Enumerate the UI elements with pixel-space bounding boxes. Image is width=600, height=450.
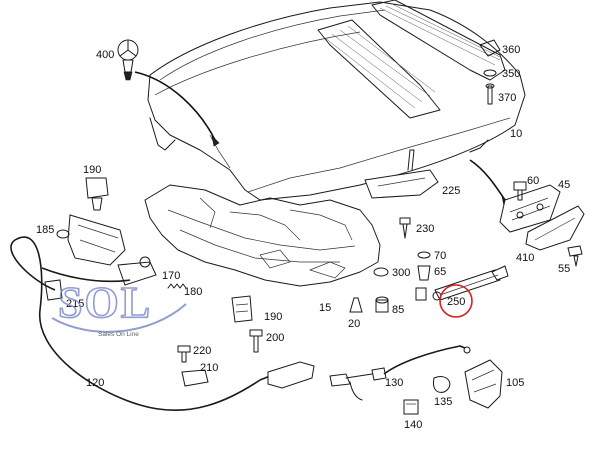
callout-350: 350 — [502, 68, 520, 80]
sol-watermark-logo: SOL Sales On Line — [51, 277, 187, 338]
callout-170: 170 — [162, 270, 180, 282]
clip-135 — [433, 376, 451, 393]
callout-130: 130 — [385, 377, 403, 389]
screw-200 — [249, 329, 263, 353]
screw-230 — [399, 217, 411, 239]
plug-unnamed — [415, 287, 427, 301]
hood-panel — [147, 0, 526, 201]
clip-185 — [56, 229, 70, 239]
callout-65: 65 — [434, 266, 446, 278]
bracket-225 — [364, 149, 439, 199]
handle-210 — [181, 369, 209, 387]
callout-210: 210 — [200, 362, 218, 374]
hinge-leader-line — [469, 159, 506, 201]
callout-10: 10 — [510, 128, 522, 140]
release-cable-120 — [10, 236, 286, 412]
hood-emblem-star — [117, 39, 139, 81]
callout-60: 60 — [527, 175, 539, 187]
hinge-plate-410 — [525, 205, 585, 251]
seal-clip-360 — [479, 39, 501, 57]
callout-140: 140 — [404, 419, 422, 431]
gas-strut-250 — [432, 265, 509, 301]
bolt-55 — [567, 245, 583, 267]
callout-105: 105 — [506, 377, 524, 389]
callout-410: 410 — [516, 252, 534, 264]
screw-370 — [485, 83, 495, 105]
washer-350 — [483, 69, 497, 77]
release-lever-105 — [464, 359, 503, 409]
spring-180 — [167, 283, 187, 289]
latch-190-lower — [231, 295, 253, 323]
callout-85: 85 — [392, 304, 404, 316]
callout-15: 15 — [319, 302, 331, 314]
emblem-leader-line — [134, 71, 216, 141]
callout-220: 220 — [193, 345, 211, 357]
callout-360: 360 — [502, 44, 520, 56]
callout-225: 225 — [442, 185, 460, 197]
callout-200: 200 — [266, 332, 284, 344]
watermark-logo-text: SOL — [58, 278, 152, 327]
watermark-tagline: Sales On Line — [98, 331, 139, 338]
highlight-ring-250 — [439, 284, 473, 318]
grommet-85 — [375, 296, 389, 313]
callout-70: 70 — [434, 250, 446, 262]
callout-120: 120 — [86, 377, 104, 389]
callout-300: 300 — [392, 267, 410, 279]
lever-170 — [117, 256, 157, 286]
callout-400: 400 — [96, 49, 114, 61]
watermark-swoosh — [51, 303, 187, 333]
hood-insulation-mat — [144, 184, 381, 287]
callout-55: 55 — [558, 263, 570, 275]
screw-220 — [177, 345, 191, 363]
clip-140 — [403, 399, 419, 415]
callout-180: 180 — [184, 286, 202, 298]
callout-230: 230 — [416, 223, 434, 235]
callout-20: 20 — [348, 318, 360, 330]
callout-215: 215 — [66, 298, 84, 310]
cable-grip — [267, 361, 315, 389]
callout-185: 185 — [36, 224, 54, 236]
grommet-20 — [349, 297, 363, 313]
latch-bracket-185 — [67, 214, 126, 266]
latch-190-upper — [85, 177, 109, 211]
bolt-60 — [513, 181, 527, 201]
callout-190-upper: 190 — [83, 164, 101, 176]
callout-135: 135 — [434, 396, 452, 408]
grommet-300 — [373, 267, 389, 277]
callout-370: 370 — [498, 92, 516, 104]
callout-45: 45 — [558, 179, 570, 191]
callout-190-lower: 190 — [264, 311, 282, 323]
clip-65 — [417, 265, 431, 281]
washer-70 — [417, 251, 431, 259]
release-handle-cable-130 — [329, 345, 471, 401]
callout-250: 250 — [447, 296, 465, 308]
